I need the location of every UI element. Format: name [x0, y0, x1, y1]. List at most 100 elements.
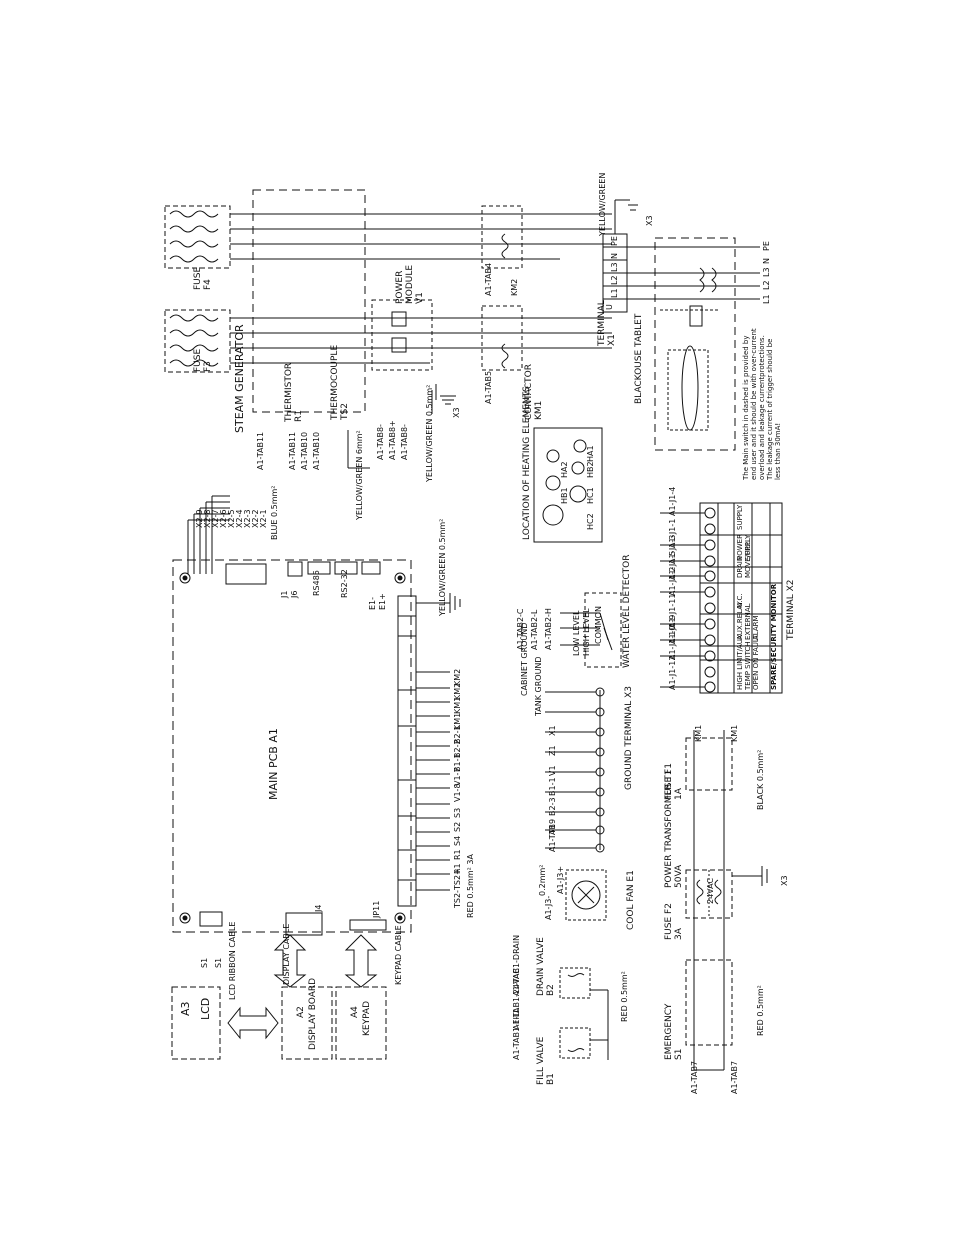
pcb-out-r1b: R1: [453, 849, 462, 860]
x1-pin-n: N: [610, 253, 619, 259]
x3-bottom-label: X3: [780, 875, 789, 886]
a1-tab4-label: A1-TAB4: [484, 262, 493, 296]
pcb-out-s2: S2: [453, 821, 462, 832]
power-module-label: POWER MODULE V1: [395, 264, 425, 304]
a1-j3-plus-label: A1-J3+: [556, 865, 565, 894]
keypad-label: KEYPAD: [362, 1000, 372, 1036]
x2-footer-label: SPARE/SECURITY MONITOR: [770, 583, 778, 690]
red-wire-label: RED 0.5mm² 3A: [466, 854, 475, 918]
a2-label: A2: [296, 1006, 306, 1018]
a1-tab7b-label: A1-TAB7: [730, 1060, 739, 1094]
jp11-label: JP11: [372, 900, 381, 918]
heater-hb2-label: HB2: [586, 461, 595, 478]
fuse-f1-label: FUSE F1 1A: [664, 763, 684, 800]
pcb-out-km1a: KM1: [453, 712, 462, 730]
gt-b1-1-label: B1-1: [548, 777, 557, 796]
a1-tab7a-label: A1-TAB7: [690, 1060, 699, 1094]
supply-n: N: [762, 258, 771, 264]
gt-b2-3-label: B2-3: [548, 797, 557, 816]
x2-header-6: SUPPLY: [736, 504, 744, 530]
a1-tab8b-label: A1-TAB8+: [388, 420, 397, 460]
rs485-label: RS485: [312, 570, 321, 596]
yellow-green-top-label: YELLOW/GREEN: [598, 172, 607, 236]
pcb-tab-column: [397, 595, 417, 907]
heater-ha1-label: HA1: [586, 445, 595, 462]
pcb-out-r1a: R1: [453, 863, 462, 874]
a1-tab8c-label: A1-TAB8-: [400, 424, 409, 460]
km1a-label: KM1: [694, 724, 703, 742]
km2-label: KM2: [510, 278, 519, 296]
heater-hc2-label: HC2: [586, 513, 595, 530]
s1-13-label: S1: [200, 957, 209, 968]
pcb-out-km2b: KM2: [453, 668, 462, 686]
tank-ground-label: TANK GROUND: [534, 656, 543, 716]
fuse-f2-label: FUSE F2 3A: [664, 903, 684, 940]
x2-header-3: N.C.: [736, 593, 744, 608]
location-heating-label: LOCATION OF HEATING ELEMENTS: [522, 386, 532, 540]
common-label: COMMON: [594, 606, 603, 644]
keypad-cable-label: KEYPAD CABLE: [394, 925, 403, 985]
thermocouple-label: THERMOCOUPLE TS2: [330, 344, 350, 420]
x2-terminal-circles: [704, 507, 716, 693]
x1-pin-pe: PE: [610, 236, 619, 246]
a1-tab8-label: A1-TAB8-: [376, 424, 385, 460]
km1b-label: KM1: [730, 724, 739, 742]
a1-j3-minus-label: A1-J3-: [544, 895, 553, 920]
s1-14-label: S1: [214, 957, 223, 968]
main-switch-note: The Main switch in dashed is provided by…: [742, 328, 782, 480]
fuse-f4-label: FUSE F4: [193, 266, 213, 290]
gt-z1-label: Z1: [548, 745, 557, 756]
cabinet-ground-label: CABINET GROUND: [520, 622, 529, 696]
pcb-output-wires: [416, 671, 450, 891]
pcb-out-ts2-minus: TS2-: [453, 890, 462, 908]
high-level-label: HIGH LEVEL: [582, 608, 591, 656]
fuse-f4-group: [164, 205, 231, 269]
x3-ground-label: X3: [452, 407, 461, 418]
x2-left-1: A1-J1-12: [668, 655, 677, 690]
x2-left-4: A1-J1-11: [668, 593, 677, 628]
ground-terminal-x3-lines: [545, 687, 605, 853]
blue-wire-label: BLUE 0.5mm²: [270, 485, 279, 540]
thermistor-label: THERMISTOR R1: [284, 362, 304, 422]
lcd-ribbon-label: LCD RIBBON CABLE: [228, 921, 237, 1000]
emergency-label: EMERGENCY S1: [664, 1003, 684, 1060]
display-board-label: DISPLAY BOARD: [308, 977, 318, 1050]
j6-label: J6: [290, 590, 299, 598]
x3-top-label: X3: [645, 215, 654, 226]
e1b-label: E1+: [378, 593, 387, 610]
24vac-label: 24VAC: [706, 877, 715, 904]
pcb-out-s4: S4: [453, 835, 462, 846]
a1-tab11b-label: A1-TAB11: [288, 431, 297, 470]
red-05b-label: RED 0.5mm²: [756, 985, 765, 1036]
heater-hc1-label: HC1: [586, 487, 595, 504]
blackouse-label: BLACKOUSE TABLET: [634, 313, 644, 404]
water-level-label: WATER LEVEL DETECTOR: [622, 554, 632, 668]
j4-label: J4: [314, 904, 323, 912]
a1-tab5-label: A1-TAB5: [484, 370, 493, 404]
red-05a-label: RED 0.5mm²: [620, 971, 629, 1022]
x2-header-1: HIGH LIMIT/AUX TEMP SWITCH OPEN ON FAULT: [736, 634, 760, 690]
fill-valve-label: FILL VALVE B1: [536, 1036, 556, 1085]
main-pcb-label: MAIN PCB A1: [267, 728, 280, 800]
x2-1-label: X2-1: [259, 509, 268, 528]
x1-pin-l2: L2: [610, 275, 619, 285]
terminal-x2-table: [699, 502, 783, 694]
x2-header-5: POWER SUPPLY: [736, 534, 752, 560]
x1-pin-l3: L3: [610, 262, 619, 272]
pcb-out-v1-8: V1-8: [453, 783, 462, 802]
x2-left-9: A1-J1-4: [668, 486, 677, 516]
gt-x1-label: X1: [548, 725, 557, 736]
display-cable-label: DISPLAY CABLE: [282, 923, 291, 985]
heater-ha2-label: HA2: [560, 461, 569, 478]
a3-label: A3: [179, 1001, 192, 1016]
a1-tab11-label: A1-TAB11: [256, 431, 265, 470]
supply-l2: L2: [762, 280, 771, 290]
a1-tab1-drain-label: A1-TAB1-DRAIN: [512, 934, 521, 996]
a1-tab10b-label: A1-TAB10: [312, 431, 321, 470]
heater-wires-lower: [230, 317, 612, 364]
x1-pin-u: U: [605, 304, 614, 310]
heater-hb1-label: HB1: [560, 487, 569, 504]
j1-label: J1: [280, 590, 289, 598]
